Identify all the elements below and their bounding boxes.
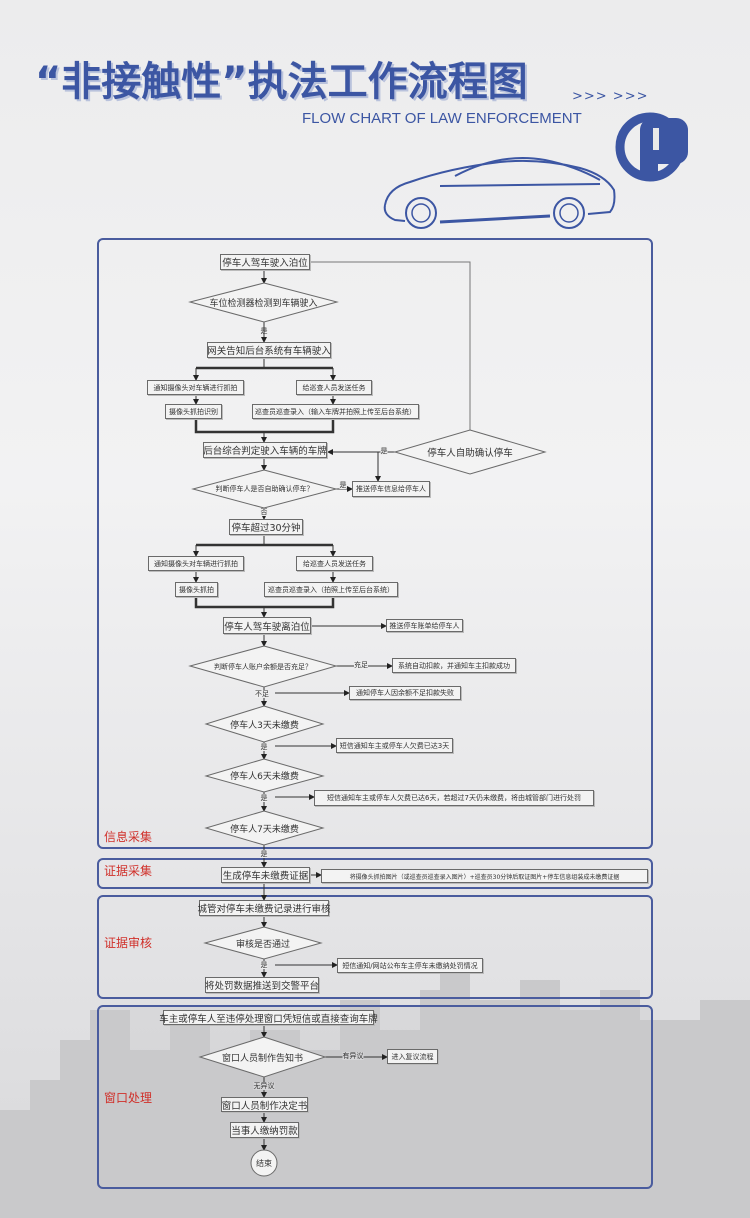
chevron-decoration: >>> >>> — [572, 89, 649, 104]
yes-label: 是 — [260, 327, 268, 335]
step-go-window: 车主或停车人至违停处理窗口凭短信或直接查询车牌 — [159, 1010, 378, 1025]
section-label-review: 证据审核 — [104, 936, 153, 950]
step-generate-evidence: 生成停车未缴费证据 — [221, 867, 310, 883]
yes-label: 是 — [260, 743, 268, 751]
step-evidence-desc: 将摄像头抓拍图片（或巡查员巡查录入图片）+巡查员30分钟后取证图片+停车信息组装… — [321, 869, 648, 883]
diamond-unpaid3 — [204, 705, 325, 743]
step-push-bill: 推送停车账单给停车人 — [386, 619, 463, 632]
step-send-task: 给巡查人员发送任务 — [296, 380, 372, 395]
step-sms6: 短信通知车主或停车人欠费已达6天，若超过7天仍未缴费，将由城管部门进行处罚 — [314, 790, 594, 806]
step-decision: 窗口人员制作决定书 — [221, 1097, 308, 1112]
section-evidence-collection — [97, 858, 653, 889]
yes-label: 是 — [260, 961, 268, 969]
diamond-notice — [198, 1036, 327, 1078]
no-label: 否 — [260, 508, 268, 516]
step-reconsider: 进入复议流程 — [387, 1049, 438, 1064]
step-leave-spot: 停车人驾车驶离泊位 — [223, 617, 311, 634]
step-backend-plate: 后台综合判定驶入车辆的车牌 — [203, 442, 327, 458]
yes-label: 是 — [260, 794, 268, 802]
step-push-police: 将处罚数据推送到交警平台 — [205, 977, 319, 993]
step-review: 城管对停车未缴费记录进行审核 — [198, 900, 331, 916]
insufficient-label: 不足 — [255, 690, 269, 698]
diamond-detector — [188, 282, 339, 323]
unpaid3-label: 停车人3天未缴费 — [230, 720, 299, 731]
section-evidence-review — [97, 895, 653, 999]
section-window-processing — [97, 1005, 653, 1189]
diamond-unpaid7 — [204, 810, 325, 846]
section-label-info: 信息采集 — [104, 830, 153, 844]
diamond-self-confirm — [393, 429, 547, 475]
detector-label: 车位检测器检测到车辆驶入 — [209, 299, 318, 309]
end-circle — [250, 1149, 278, 1177]
page-title: “非接触性”执法工作流程图 — [35, 59, 528, 105]
self-confirm-label: 停车人自助确认停车 — [427, 448, 513, 459]
end-label: 结束 — [256, 1158, 272, 1168]
page-subtitle: FLOW CHART OF LAW ENFORCEMENT — [302, 110, 582, 127]
objection-label: 有异议 — [342, 1052, 364, 1060]
unpaid6-label: 停车人6天未缴费 — [230, 772, 299, 782]
judge-balance-label: 判断停车人账户余额是否充足？ — [214, 662, 312, 671]
sufficient-label: 充足 — [354, 661, 368, 669]
step-patrol-input: 巡查员巡查录入（输入车牌并拍照上传至后台系统） — [252, 404, 419, 419]
section-info-collection — [97, 238, 653, 849]
section-label-evidence: 证据采集 — [104, 864, 153, 878]
step-camera-recognize: 摄像头抓拍识别 — [165, 404, 222, 419]
yes-label: 是 — [260, 850, 268, 858]
step-deduct-fail: 通知停车人因余额不足扣款失败 — [349, 686, 461, 700]
step-sms3: 短信通知车主或停车人欠费已达3天 — [336, 738, 453, 753]
step-gateway: 网关告知后台系统有车辆驶入 — [207, 342, 331, 358]
judge-self-confirm-label: 判断停车人是否自助确认停车？ — [215, 485, 314, 493]
step-push-info: 推送停车信息给停车人 — [352, 481, 430, 497]
no-objection-label: 无异议 — [253, 1082, 275, 1090]
step-notify-camera-2: 通知摄像头对车辆进行抓拍 — [148, 556, 244, 571]
step-patrol-input-2: 巡查员巡查录入（拍照上传至后台系统） — [264, 582, 398, 597]
step-send-task-2: 给巡查人员发送任务 — [296, 556, 373, 571]
yes-label: 是 — [339, 481, 347, 489]
diamond-unpaid6 — [204, 758, 325, 793]
diamond-judge-balance — [188, 645, 338, 688]
unpaid7-label: 停车人7天未缴费 — [230, 824, 299, 835]
step-pay-fine: 当事人缴纳罚款 — [230, 1122, 299, 1138]
step-publish: 短信通知/网站公布车主停车未缴纳处罚情况 — [337, 958, 483, 973]
step-enter-spot: 停车人驾车驶入泊位 — [220, 254, 310, 270]
step-over-30min: 停车超过30分钟 — [229, 519, 303, 535]
review-pass-label: 审核是否通过 — [235, 939, 290, 950]
notice-label: 窗口人员制作告知书 — [221, 1053, 303, 1064]
step-notify-camera: 通知摄像头对车辆进行抓拍 — [147, 380, 244, 395]
yes-label: 是 — [380, 447, 388, 455]
step-auto-deduct: 系统自动扣款，并通知车主扣款成功 — [392, 658, 516, 673]
section-label-window: 窗口处理 — [104, 1091, 153, 1105]
step-camera-capture: 摄像头抓拍 — [175, 582, 218, 597]
diamond-review-pass — [203, 926, 323, 960]
